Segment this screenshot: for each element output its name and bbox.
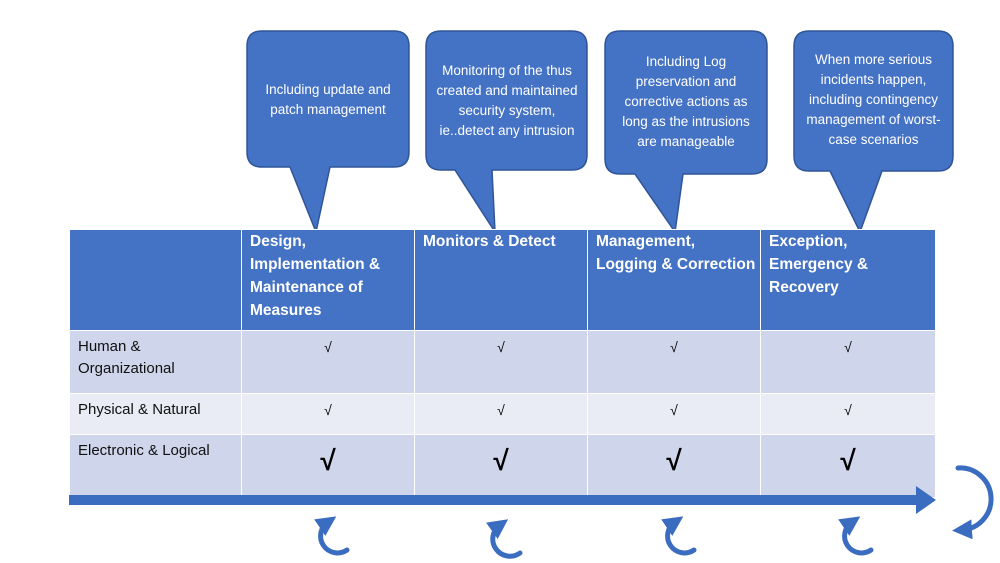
check-mark: √ <box>760 330 936 394</box>
table-row: Physical & Natural √ √ √ √ <box>69 393 936 435</box>
column-header-monitor: Monitors & Detect <box>414 229 588 331</box>
table-header-row: Design, Implementation & Maintenance of … <box>69 229 936 331</box>
check-mark: √ <box>414 393 588 435</box>
security-matrix-table: Design, Implementation & Maintenance of … <box>69 229 936 498</box>
table-corner-cell <box>69 229 242 331</box>
callout-bubble-4 <box>793 30 954 234</box>
check-mark: √ <box>587 393 761 435</box>
callout-text-4: When more serious incidents happen, incl… <box>806 52 941 147</box>
check-mark: √ <box>587 434 761 498</box>
callout-text-1: Including update and patch management <box>265 82 391 117</box>
check-mark: √ <box>760 393 936 435</box>
check-mark: √ <box>587 330 761 394</box>
callout-bubble-1 <box>246 30 410 235</box>
column-header-management: Management, Logging & Correction <box>587 229 761 331</box>
callout-text-3: Including Log preservation and correctiv… <box>622 54 750 149</box>
check-mark: √ <box>414 330 588 394</box>
callout-text-2: Monitoring of the thus created and maint… <box>436 63 578 138</box>
check-mark: √ <box>760 434 936 498</box>
check-mark: √ <box>241 330 415 394</box>
check-mark: √ <box>414 434 588 498</box>
callout-bubble-3 <box>604 30 768 235</box>
column-header-design: Design, Implementation & Maintenance of … <box>241 229 415 331</box>
callout-bubble-2 <box>425 30 588 235</box>
table-row: Human & Organizational √ √ √ √ <box>69 330 936 394</box>
check-mark: √ <box>241 434 415 498</box>
column-header-exception: Exception, Emergency & Recovery <box>760 229 936 331</box>
row-label-electronic: Electronic & Logical <box>69 434 242 498</box>
check-mark: √ <box>241 393 415 435</box>
row-label-human: Human & Organizational <box>69 330 242 394</box>
table-row: Electronic & Logical √ √ √ √ <box>69 434 936 498</box>
row-label-physical: Physical & Natural <box>69 393 242 435</box>
